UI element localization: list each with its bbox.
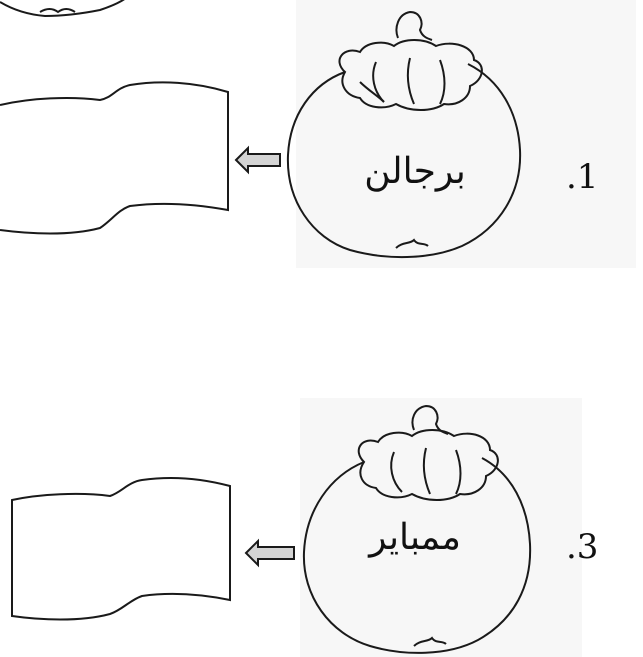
scan-background-bottom <box>300 398 582 657</box>
fruit-word-1: برجالن <box>364 151 466 192</box>
mangosteen-icon-1 <box>286 10 522 259</box>
mangosteen-icon-3 <box>302 404 532 654</box>
scan-background-top <box>296 0 636 268</box>
answer-box-1[interactable] <box>0 81 229 235</box>
fruit-word-3: ممباير <box>369 517 461 558</box>
item-number-3: .3 <box>566 527 599 567</box>
item-number-1: .1 <box>566 157 599 197</box>
left-arrow-icon <box>234 145 281 175</box>
left-arrow-icon <box>244 538 295 568</box>
answer-box-3[interactable] <box>11 477 231 621</box>
partial-fruit-icon <box>0 0 125 18</box>
